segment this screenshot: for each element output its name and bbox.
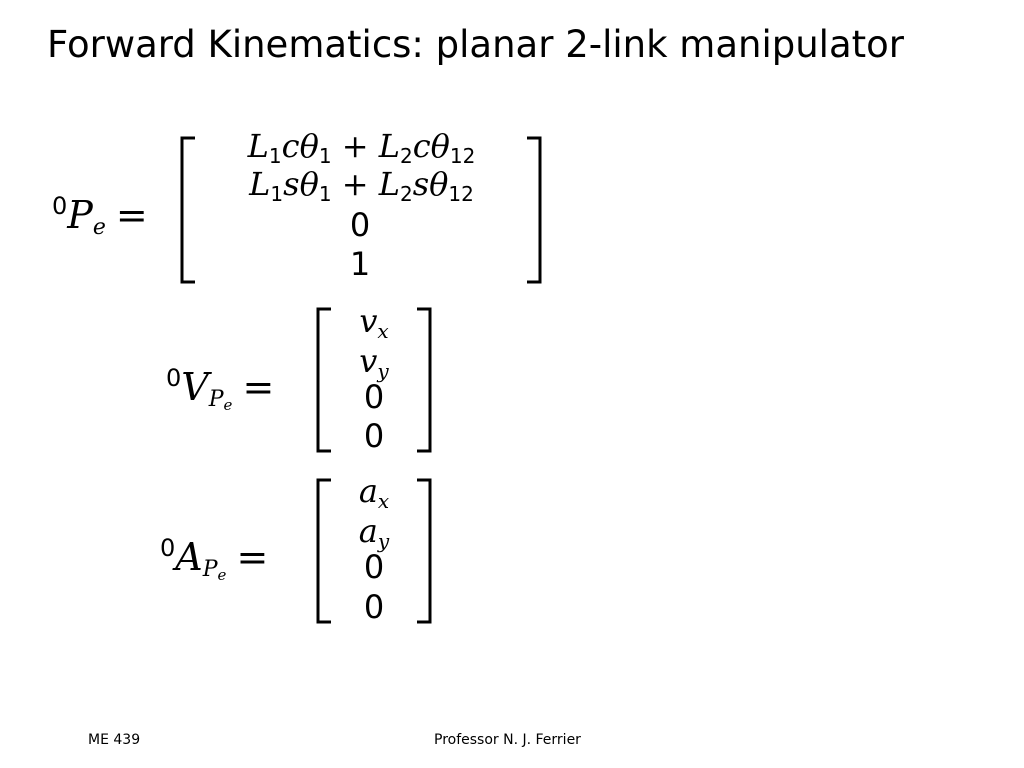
row2-coef1: L (249, 165, 271, 203)
slide-title: Forward Kinematics: planar 2-link manipu… (47, 23, 904, 66)
row2-fn2-sub: 12 (448, 182, 474, 206)
position-row-2: L1sθ1 + L2sθ12 (219, 166, 504, 212)
row1-coef1-sub: 1 (268, 144, 282, 168)
ay-subscript: y (377, 529, 390, 553)
acceleration-subscript-p: P (202, 557, 218, 582)
acceleration-lhs: 0APe = (160, 528, 268, 595)
ay-symbol: a (358, 512, 378, 550)
footer-instructor: Professor N. J. Ferrier (434, 732, 581, 748)
position-symbol: P (67, 193, 93, 237)
velocity-lhs: 0VPe = (166, 358, 274, 425)
row1-fn1-sub: 1 (318, 144, 332, 168)
velocity-frame: 0 (166, 364, 182, 392)
row2-fn1-sub: 1 (318, 182, 332, 206)
row1-coef2-sub: 2 (399, 144, 413, 168)
velocity-equals: = (242, 365, 275, 409)
left-bracket-acceleration (316, 478, 331, 624)
row1-fn2: cθ (412, 127, 450, 165)
acceleration-row-4: 0 (363, 588, 385, 626)
right-bracket-acceleration (417, 478, 432, 624)
row1-fn2-sub: 12 (449, 144, 476, 168)
left-bracket-position (180, 136, 195, 284)
acceleration-symbol: A (175, 535, 203, 579)
velocity-subsubscript: e (223, 396, 233, 414)
ax-symbol: a (358, 472, 378, 510)
acceleration-row-3: 0 (363, 548, 385, 586)
acceleration-subscript: Pe (202, 557, 227, 584)
velocity-subscript: Pe (208, 387, 233, 414)
vy-symbol: v (359, 342, 378, 380)
velocity-symbol: V (181, 365, 209, 409)
position-lhs: 0Pe = (52, 186, 148, 248)
right-bracket-velocity (417, 307, 432, 453)
velocity-row-2: vy (342, 343, 406, 389)
row2-fn2: sθ (412, 165, 449, 203)
position-row-4: 1 (349, 245, 371, 283)
position-subscript: e (92, 215, 106, 240)
row1-plus: + (341, 127, 369, 165)
ax-subscript: x (377, 489, 390, 513)
position-equals: = (115, 193, 148, 237)
acceleration-equals: = (236, 535, 269, 579)
row2-coef1-sub: 1 (270, 182, 284, 206)
left-bracket-velocity (316, 307, 331, 453)
vx-symbol: v (359, 302, 378, 340)
row2-coef2: L (378, 165, 400, 203)
right-bracket-position (527, 136, 542, 284)
row1-coef1: L (247, 127, 269, 165)
acceleration-row-2: ay (342, 513, 406, 559)
row1-fn1: cθ (281, 127, 319, 165)
position-row-3: 0 (349, 206, 371, 244)
acceleration-frame: 0 (160, 534, 176, 562)
vy-subscript: y (377, 359, 389, 383)
velocity-row-3: 0 (363, 378, 385, 416)
row2-coef2-sub: 2 (399, 182, 413, 206)
acceleration-subsubscript: e (217, 566, 227, 584)
footer-course: ME 439 (88, 732, 141, 748)
velocity-row-1: vx (342, 303, 406, 349)
velocity-row-4: 0 (363, 417, 385, 455)
vx-subscript: x (377, 319, 389, 343)
row1-coef2: L (378, 127, 400, 165)
velocity-subscript-p: P (208, 387, 224, 412)
acceleration-row-1: ax (342, 473, 406, 519)
row2-fn1: sθ (283, 165, 319, 203)
position-frame: 0 (52, 192, 68, 220)
position-row-1: L1cθ1 + L2cθ12 (219, 128, 504, 174)
row2-plus: + (341, 165, 369, 203)
